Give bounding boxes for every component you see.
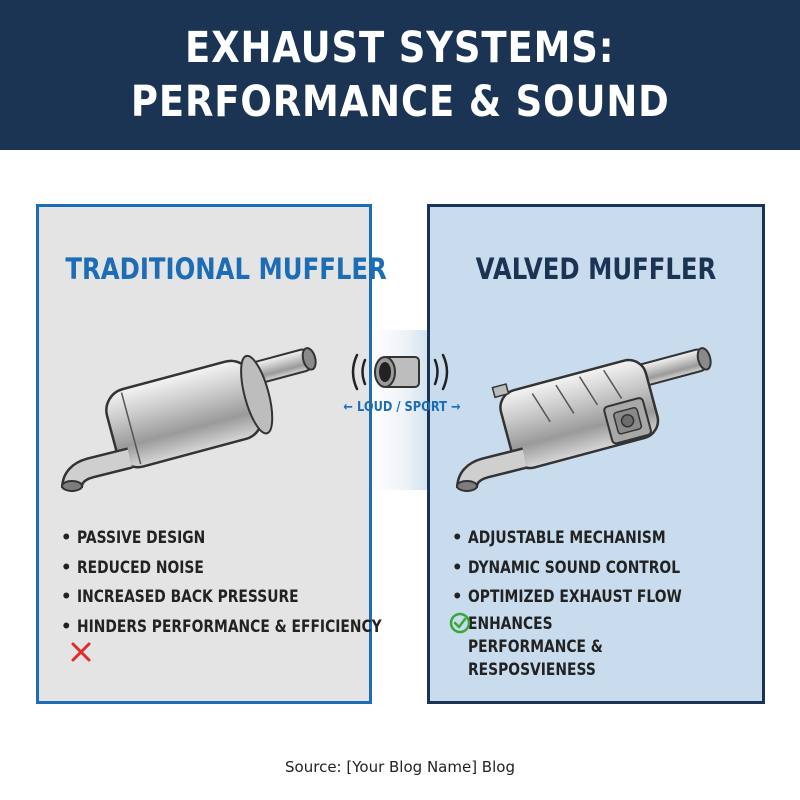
valved-muffler-title: VALVED MUFFLER bbox=[475, 252, 717, 286]
green-check-icon bbox=[449, 612, 471, 634]
traditional-feature-list: PASSIVE DESIGN REDUCED NOISE INCREASED B… bbox=[39, 523, 382, 642]
right-arrow-icon: → bbox=[450, 400, 461, 415]
feature-item: REDUCED NOISE bbox=[61, 553, 369, 583]
traditional-muffler-panel: TRADITIONAL MUFFLER PASSIVE DESIGN REDUC… bbox=[36, 204, 387, 704]
feature-item: OPTIMIZED EXHAUST FLOW bbox=[452, 582, 762, 612]
left-arrow-icon: ← bbox=[343, 400, 354, 415]
exhaust-tip-sound-icon bbox=[351, 353, 449, 391]
valved-muffler-panel: VALVED MUFFLER ADJUSTABLE MECHANISM DYNA… bbox=[427, 204, 765, 704]
traditional-muffler-title: TRADITIONAL MUFFLER bbox=[65, 252, 387, 286]
feature-item: HINDERS PERFORMANCE & EFFICIENCY bbox=[61, 612, 382, 642]
feature-item: DYNAMIC SOUND CONTROL bbox=[452, 553, 762, 583]
title-line-1: EXHAUST SYSTEMS: bbox=[185, 23, 615, 73]
feature-item: ENHANCES PERFORMANCE & RESPOSVIENESS bbox=[468, 613, 603, 679]
title-line-2: PERFORMANCE & SOUND bbox=[130, 77, 670, 127]
feature-item: INCREASED BACK PRESSURE bbox=[61, 582, 369, 612]
red-x-icon bbox=[71, 642, 91, 662]
valved-feature-list: ADJUSTABLE MECHANISM DYNAMIC SOUND CONTR… bbox=[430, 523, 762, 684]
feature-item: ADJUSTABLE MECHANISM bbox=[452, 523, 762, 553]
loud-sport-label: ← LOUD / SPORT → bbox=[343, 400, 461, 415]
traditional-muffler-icon bbox=[61, 347, 317, 492]
feature-item: PASSIVE DESIGN bbox=[61, 523, 369, 553]
header-banner: EXHAUST SYSTEMS: PERFORMANCE & SOUND bbox=[0, 0, 800, 150]
source-caption: Source: [Your Blog Name] Blog bbox=[285, 758, 515, 776]
valved-muffler-icon bbox=[456, 347, 712, 492]
